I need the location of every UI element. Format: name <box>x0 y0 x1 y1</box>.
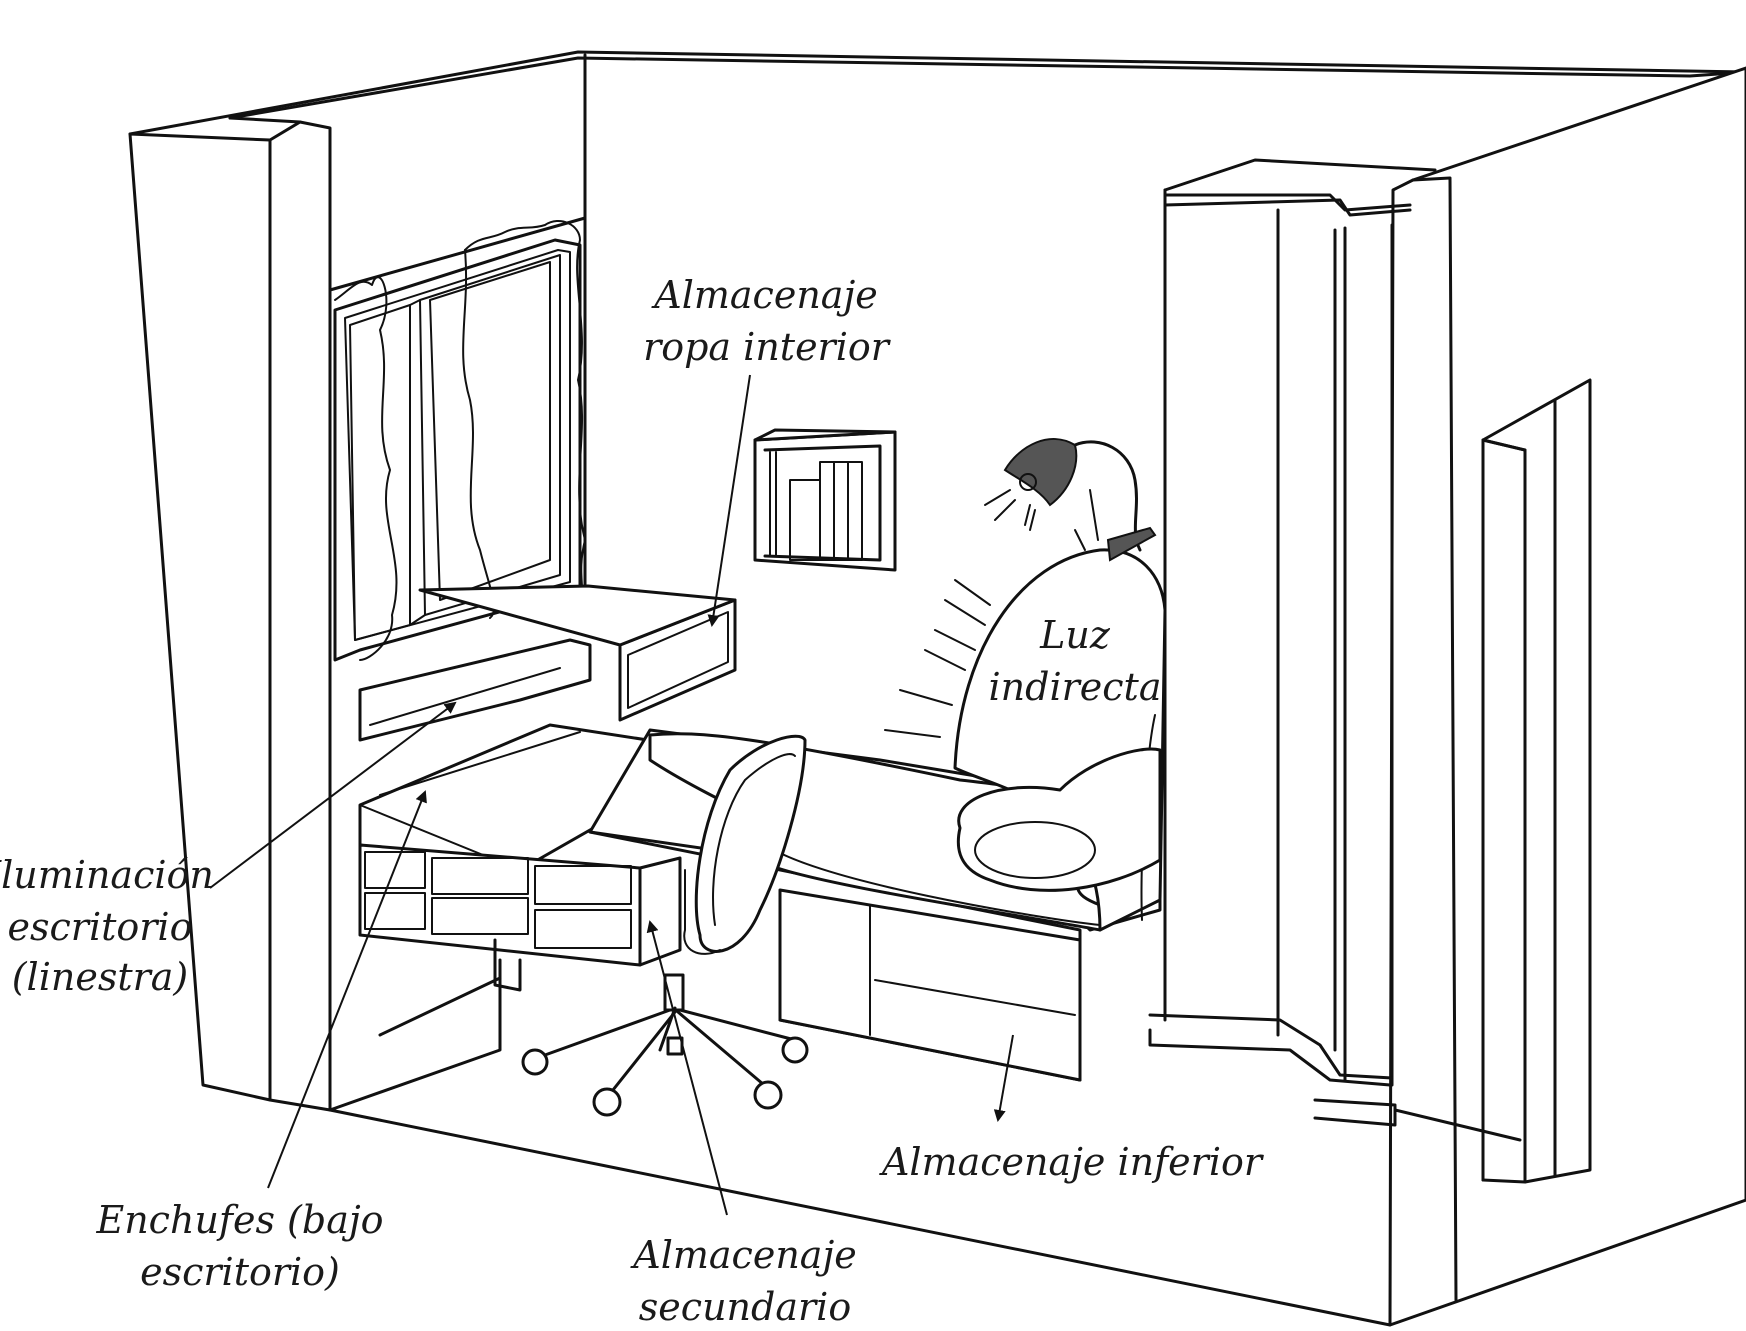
arrow-iluminacion <box>209 701 457 889</box>
label-enchufes-line1: Enchufes (bajo <box>95 1198 383 1242</box>
label-iluminacion-line3: (linestra) <box>12 955 189 999</box>
chair <box>521 734 809 1117</box>
label-inferior: Almacenaje inferior <box>879 1140 1265 1184</box>
annotation-arrows <box>209 374 1014 1216</box>
label-secundario-line2: secundario <box>639 1285 851 1329</box>
arrow-enchufes <box>267 790 427 1189</box>
label-enchufes-line2: escritorio) <box>140 1250 340 1294</box>
arrow-inferior <box>993 1034 1014 1122</box>
label-secundario-line1: Almacenaje <box>630 1233 856 1277</box>
label-luz-indirecta-line1: Luz <box>1039 613 1111 657</box>
label-ropa-interior-line2: ropa interior <box>643 325 892 369</box>
arrow-secundario <box>646 920 728 1216</box>
window <box>328 216 587 662</box>
room-walls <box>128 50 1746 1327</box>
label-iluminacion-line1: Iluminación <box>0 853 214 897</box>
label-iluminacion-line2: escritorio <box>8 905 193 949</box>
arrow-ropa-interior <box>707 374 751 627</box>
labels: Almacenaje ropa interior Luz indirecta I… <box>0 273 1265 1329</box>
desk <box>358 584 737 992</box>
label-ropa-interior-line1: Almacenaje <box>651 273 877 317</box>
label-luz-indirecta-line2: indirecta <box>989 665 1162 709</box>
bed <box>588 548 1167 1082</box>
wall-shelf <box>753 428 897 572</box>
lamp <box>884 438 1157 738</box>
